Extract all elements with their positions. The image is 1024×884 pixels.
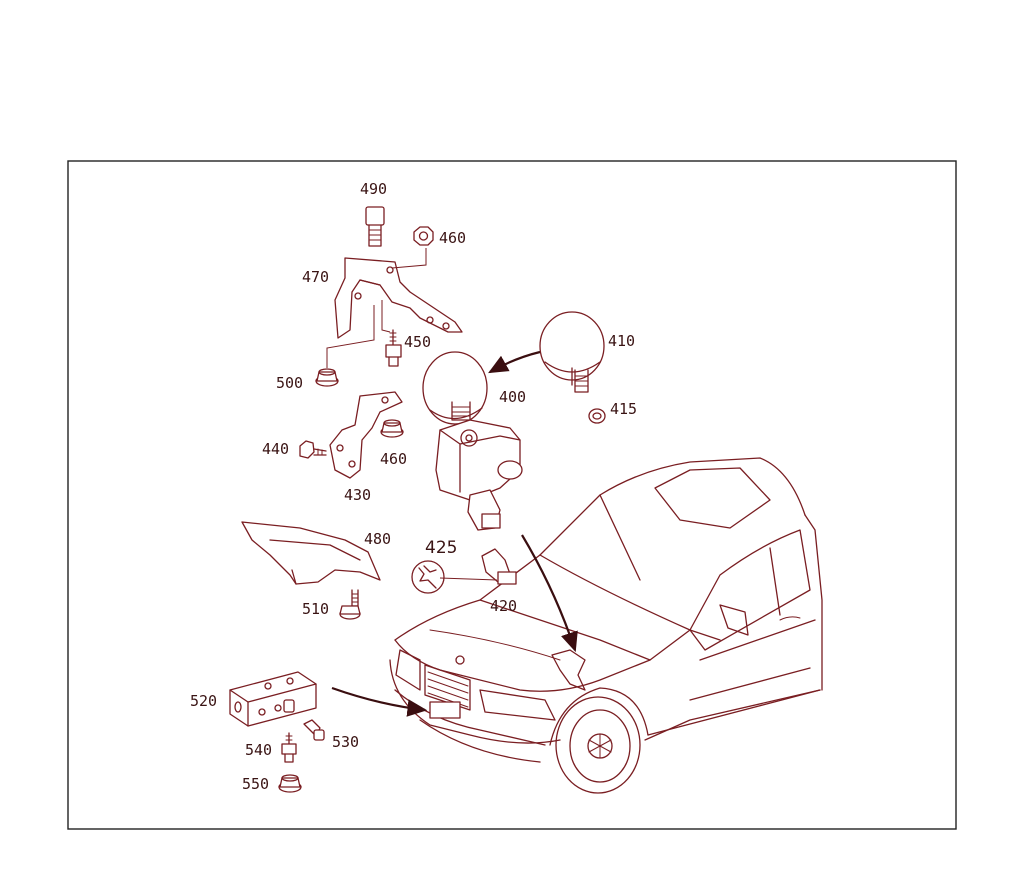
stud-540 bbox=[281, 732, 297, 763]
wrench-tool-425 bbox=[411, 560, 445, 594]
bolt-490 bbox=[365, 206, 385, 247]
label-490: 490 bbox=[360, 180, 387, 198]
pump-400 bbox=[422, 351, 523, 531]
stud-450 bbox=[381, 300, 402, 367]
valve-block-520 bbox=[229, 671, 317, 727]
label-450: 450 bbox=[404, 333, 431, 351]
label-430: 430 bbox=[344, 486, 371, 504]
oring-415 bbox=[588, 408, 606, 424]
bracket-470 bbox=[334, 257, 463, 339]
diagram-frame bbox=[67, 160, 957, 830]
fitting-530 bbox=[303, 719, 325, 741]
arrow-pump-to-car bbox=[521, 534, 578, 653]
label-425: 425 bbox=[425, 538, 457, 558]
label-410: 410 bbox=[608, 332, 635, 350]
label-540: 540 bbox=[245, 741, 272, 759]
switch-420 bbox=[439, 548, 517, 585]
shield-480 bbox=[241, 521, 381, 585]
nut-550 bbox=[278, 774, 302, 793]
bolt-440 bbox=[299, 440, 327, 459]
label-420: 420 bbox=[490, 597, 517, 615]
label-460-top: 460 bbox=[439, 229, 466, 247]
label-400: 400 bbox=[499, 388, 526, 406]
nut-460-mid bbox=[380, 419, 404, 438]
label-480: 480 bbox=[364, 530, 391, 548]
label-520: 520 bbox=[190, 692, 217, 710]
arrow-block-to-car bbox=[331, 686, 428, 717]
arrow-accumulator-to-pump bbox=[488, 350, 541, 374]
accumulator-410 bbox=[539, 311, 605, 393]
label-530: 530 bbox=[332, 733, 359, 751]
car-illustration bbox=[389, 457, 823, 794]
bolt-510 bbox=[339, 589, 361, 620]
label-470: 470 bbox=[302, 268, 329, 286]
label-510: 510 bbox=[302, 600, 329, 618]
label-440: 440 bbox=[262, 440, 289, 458]
label-550: 550 bbox=[242, 775, 269, 793]
label-415: 415 bbox=[610, 400, 637, 418]
nut-460-top bbox=[391, 226, 434, 269]
label-460-mid: 460 bbox=[380, 450, 407, 468]
label-500: 500 bbox=[276, 374, 303, 392]
bracket-430 bbox=[329, 391, 403, 479]
nut-500 bbox=[315, 305, 375, 387]
